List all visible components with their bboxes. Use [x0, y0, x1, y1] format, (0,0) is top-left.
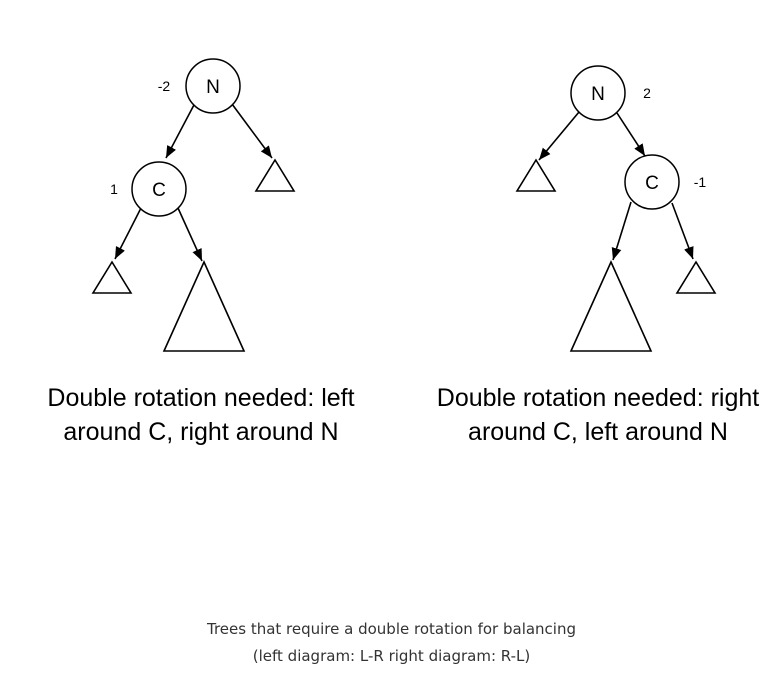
right-edge-n-to-c [616, 112, 646, 157]
right-child-balance: -1 [694, 174, 707, 190]
left-large-subtree [162, 260, 246, 352]
left-edge-n-to-c [165, 102, 196, 159]
left-tree: N -2 C 1 Double rotation needed: left ar… [47, 58, 355, 446]
left-child-balance: 1 [110, 181, 118, 197]
left-root-node [185, 58, 241, 114]
right-edge-c-to-big-subtree [611, 201, 632, 261]
right-caption-line2: around C, left around N [468, 418, 728, 446]
left-child-label: C [152, 180, 166, 201]
right-tree: N 2 C -1 Double rotation needed: right a… [437, 65, 760, 446]
right-root-balance: 2 [643, 85, 651, 101]
left-edge-c-to-left-subtree [114, 207, 142, 260]
right-small-subtree-left [515, 158, 557, 192]
left-edge-n-to-right-subtree [231, 103, 273, 159]
right-small-subtree-right [675, 260, 717, 294]
figure-caption-line2: (left diagram: L-R right diagram: R-L) [252, 647, 531, 665]
right-large-subtree [569, 260, 653, 352]
left-edge-c-to-big-subtree [177, 207, 203, 262]
left-root-label: N [206, 77, 220, 98]
left-caption-line1: Double rotation needed: left [47, 384, 354, 412]
left-root-balance: -2 [158, 78, 171, 94]
left-small-subtree-left [91, 260, 133, 294]
right-root-node [570, 65, 626, 121]
right-edge-n-to-left-subtree [538, 111, 580, 161]
right-child-node [624, 154, 680, 210]
left-child-node [131, 161, 187, 217]
left-caption-line2: around C, right around N [63, 418, 338, 446]
right-child-label: C [645, 173, 659, 194]
right-caption-line1: Double rotation needed: right [437, 384, 760, 412]
right-edge-c-to-small-subtree [671, 202, 694, 260]
figure-caption-line1: Trees that require a double rotation for… [206, 620, 577, 638]
right-root-label: N [591, 84, 605, 105]
left-small-subtree-right [254, 158, 296, 192]
